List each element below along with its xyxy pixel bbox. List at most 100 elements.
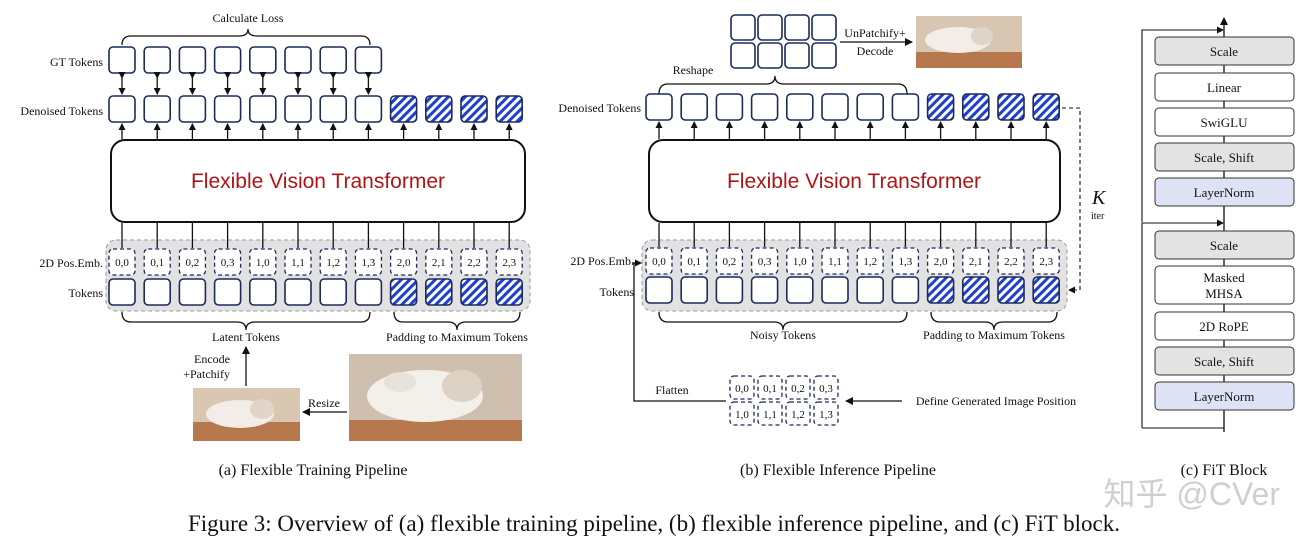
padding-token [389, 278, 418, 306]
pos-emb-cell-label: 2,0 [397, 257, 411, 269]
inference-tokens-label: Tokens [600, 285, 635, 299]
figure-caption: Figure 3: Overview of (a) flexible train… [188, 511, 1120, 536]
position-grid-cell-label: 0,1 [763, 383, 777, 395]
noisy-token [645, 276, 673, 304]
denoised-token-row [108, 72, 524, 139]
pos-emb-cell-label: 0,2 [186, 257, 200, 269]
pos-emb-cell-label: 2,1 [969, 256, 983, 268]
fit-lower-scale-shift-label: Scale, Shift [1194, 354, 1254, 369]
pos-emb-cell [1032, 247, 1060, 275]
pos-emb-cell [249, 248, 277, 276]
training-pos-emb-label: 2D Pos.Emb. [39, 256, 103, 270]
fit-caption: (c) FiT Block [1181, 462, 1268, 479]
watermark: 知乎 @CVer [1103, 476, 1280, 512]
latent-token [284, 278, 312, 306]
pos-emb-cell [645, 247, 673, 275]
position-grid-cell [729, 401, 755, 426]
calculate-loss-label: Calculate Loss [213, 11, 284, 25]
reshaped-token-grid [730, 14, 837, 69]
inference-caption: (b) Flexible Inference Pipeline [740, 462, 936, 479]
position-grid-cell-label: 0,2 [791, 383, 805, 395]
denoised-token [715, 93, 744, 121]
denoised-token [249, 95, 277, 123]
pos-emb-cell-label: 1,1 [828, 256, 842, 268]
denoised-token [750, 93, 779, 121]
latent-token [319, 278, 348, 306]
padding-token [926, 93, 955, 121]
pos-emb-cell [178, 248, 207, 276]
pos-emb-cell-label: 0,3 [758, 256, 772, 268]
pos-emb-cell [997, 247, 1025, 275]
fit-linear [1154, 72, 1295, 102]
pos-emb-cell [680, 247, 708, 275]
denoised-token [821, 93, 849, 121]
fit-residual-lower [1141, 219, 1224, 428]
latent-token [108, 278, 136, 306]
gt-token [108, 46, 136, 74]
pos-emb-cell [891, 247, 920, 275]
latent-token [213, 278, 242, 306]
gt-token [319, 46, 348, 74]
padding-token [926, 276, 955, 304]
fit-upper-layernorm-label: LayerNorm [1194, 185, 1255, 200]
denoised-token [354, 95, 383, 123]
pos-emb-cell [389, 248, 418, 276]
noisy-token [750, 276, 779, 304]
reshape-label: Reshape [673, 63, 714, 77]
training-padding-brace [393, 311, 521, 331]
training-transformer-label: Flexible Vision Transformer [191, 170, 445, 193]
inference-token-panel [641, 239, 1068, 312]
gt-token-row [108, 46, 383, 74]
latent-brace [121, 311, 371, 331]
noisy-token [891, 276, 920, 304]
pos-emb-cell [460, 248, 488, 276]
patchify-label: +Patchify [183, 367, 230, 381]
gt-token [213, 46, 242, 74]
gt-token [143, 46, 171, 74]
resize-label: Resize [308, 396, 340, 410]
latent-token [178, 278, 207, 306]
inference-denoised-row [645, 93, 1060, 139]
pos-emb-cell [926, 247, 955, 275]
padding-token [997, 93, 1025, 121]
pos-emb-cell [143, 248, 171, 276]
training-token-panel [105, 239, 531, 312]
position-grid-cell [757, 401, 783, 426]
latent-token [143, 278, 171, 306]
denoised-tokens-label: Denoised Tokens [20, 104, 103, 118]
pos-emb-cell-label: 2,1 [432, 257, 446, 269]
pos-emb-cell [213, 248, 242, 276]
noisy-tokens-label: Noisy Tokens [750, 328, 816, 342]
iter-label: iter [1091, 211, 1105, 222]
reshaped-token [730, 42, 756, 69]
pos-emb-cell-label: 2,2 [467, 257, 481, 269]
training-caption: (a) Flexible Training Pipeline [219, 462, 408, 479]
fit-rope-label: 2D RoPE [1199, 319, 1249, 334]
position-grid-cell-label: 1,0 [735, 409, 749, 421]
small-cat-image [193, 388, 300, 441]
pos-emb-cell-label: 1,2 [326, 257, 340, 269]
reshaped-token [757, 42, 783, 69]
pos-emb-cell [786, 247, 814, 275]
fit-upper-scale-shift-label: Scale, Shift [1194, 150, 1254, 165]
reshape-brace [658, 75, 908, 95]
fit-upper-scale [1154, 36, 1295, 66]
position-grid-cell-label: 0,0 [735, 383, 749, 395]
pos-emb-cell [319, 248, 347, 276]
define-position-label: Define Generated Image Position [916, 394, 1076, 408]
fit-lower-layernorm-label: LayerNorm [1194, 389, 1255, 404]
pos-emb-cell-label: 1,0 [793, 256, 807, 268]
padding-token [460, 278, 488, 306]
noisy-token [715, 276, 744, 304]
position-grid-cell [757, 375, 783, 400]
padding-token [961, 276, 990, 304]
pos-emb-cell [962, 247, 990, 275]
pos-emb-cell-label: 1,0 [256, 257, 270, 269]
position-grid-cell [729, 375, 755, 400]
fit-masked-mhsa [1154, 265, 1295, 305]
pos-emb-cell [495, 248, 523, 276]
fit-lower-scale-label: Scale [1210, 238, 1238, 253]
inference-padding-label: Padding to Maximum Tokens [923, 328, 1065, 342]
